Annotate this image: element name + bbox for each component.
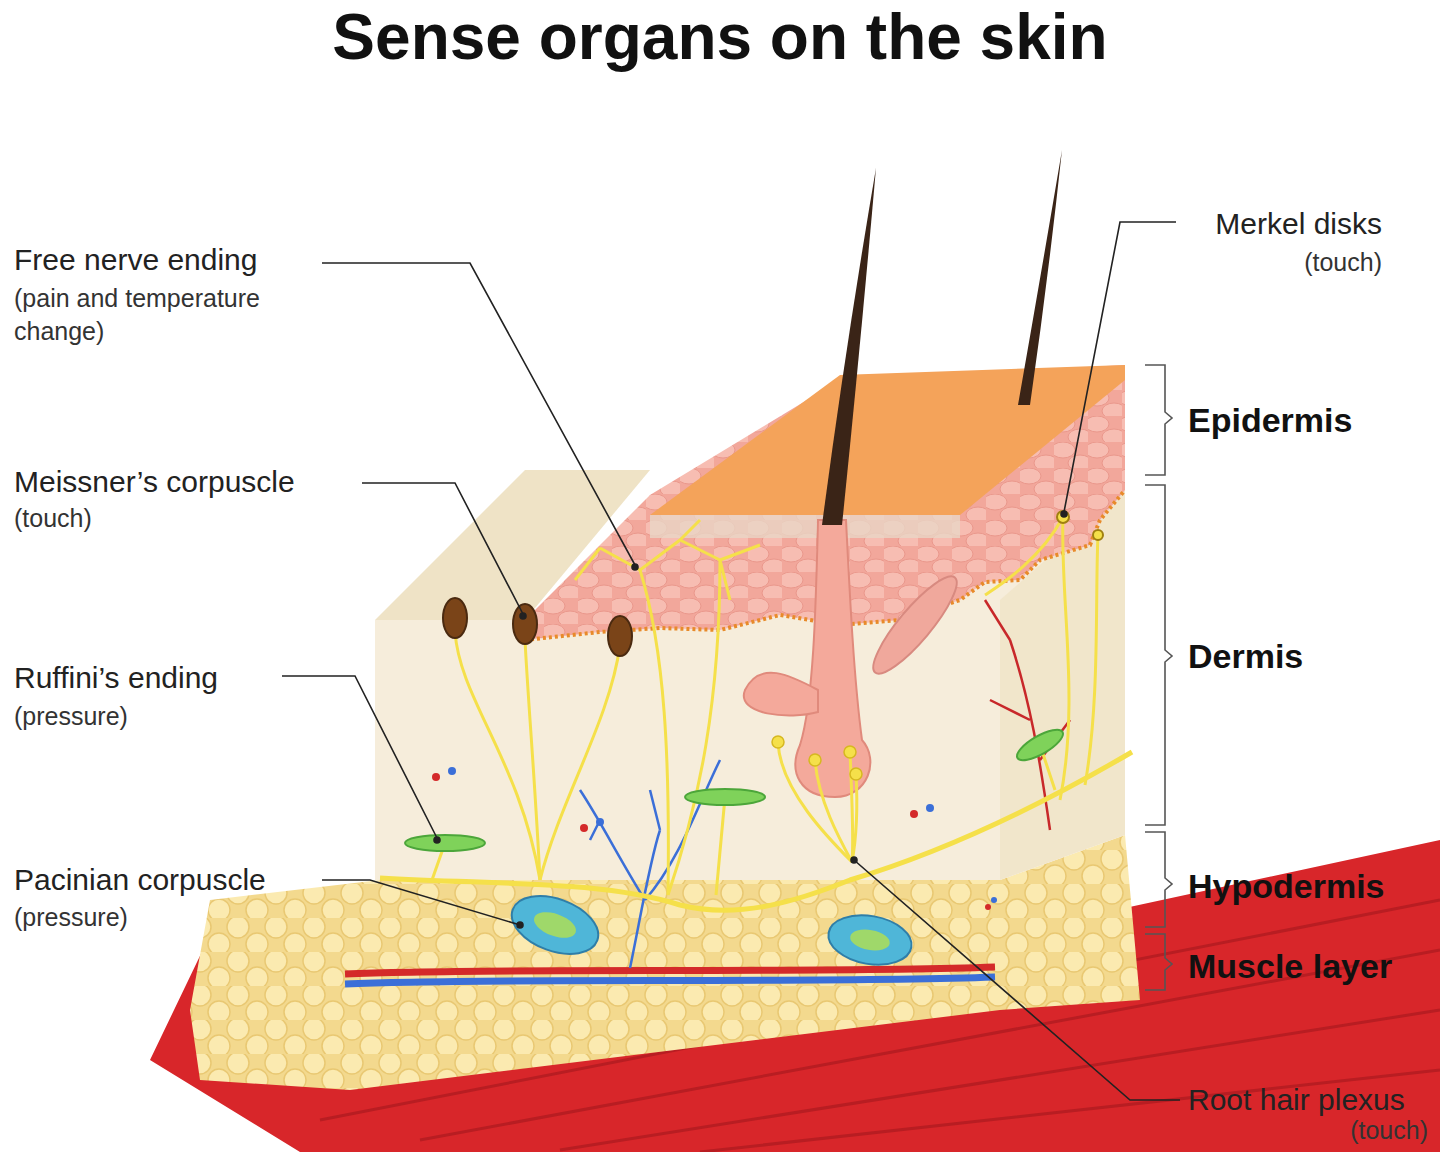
hair-plexus-endings xyxy=(772,736,862,780)
receptor-function: (pain and temperature change) xyxy=(14,282,334,348)
nerve-branches xyxy=(432,517,1098,895)
blood-cells xyxy=(432,767,997,910)
receptor-function: (touch) xyxy=(1350,1114,1428,1147)
ruffini-endings xyxy=(405,724,1067,851)
receptor-function: (pressure) xyxy=(14,901,128,934)
arrector-pili xyxy=(863,567,967,683)
receptor-function: (touch) xyxy=(1304,246,1382,279)
receptor-function: (pressure) xyxy=(14,700,128,733)
meissner-corpuscles xyxy=(443,598,632,656)
layer-name: Dermis xyxy=(1188,634,1303,678)
nerve-trunk xyxy=(380,752,1132,910)
receptor-name: Ruffini’s ending xyxy=(14,658,218,697)
receptor-name: Free nerve ending xyxy=(14,240,258,279)
stratum-corneum xyxy=(650,515,960,538)
leader-lines xyxy=(282,222,1180,1100)
hair-follicle xyxy=(795,520,870,797)
sebaceous-gland xyxy=(744,673,818,716)
receptor-name: Meissner’s corpuscle xyxy=(14,462,295,501)
vein xyxy=(345,977,995,984)
receptor-name: Merkel disks xyxy=(1215,204,1382,243)
hair-shaft xyxy=(822,168,876,525)
merkel-disk xyxy=(1093,530,1103,540)
receptor-function: (touch) xyxy=(14,502,92,535)
pacinian-corpuscles xyxy=(504,885,916,971)
receptor-name: Root hair plexus xyxy=(1188,1080,1405,1119)
merkel-disk xyxy=(1057,511,1069,523)
hair-shaft xyxy=(1018,150,1062,405)
layer-name: Muscle layer xyxy=(1188,944,1392,988)
skin-surface xyxy=(650,365,1125,515)
layer-brackets xyxy=(1145,365,1172,990)
layer-name: Hypodermis xyxy=(1188,864,1385,908)
layer-name: Epidermis xyxy=(1188,398,1352,442)
receptor-name: Pacinian corpuscle xyxy=(14,860,266,899)
title: Sense organs on the skin xyxy=(0,0,1440,74)
artery xyxy=(345,967,995,974)
